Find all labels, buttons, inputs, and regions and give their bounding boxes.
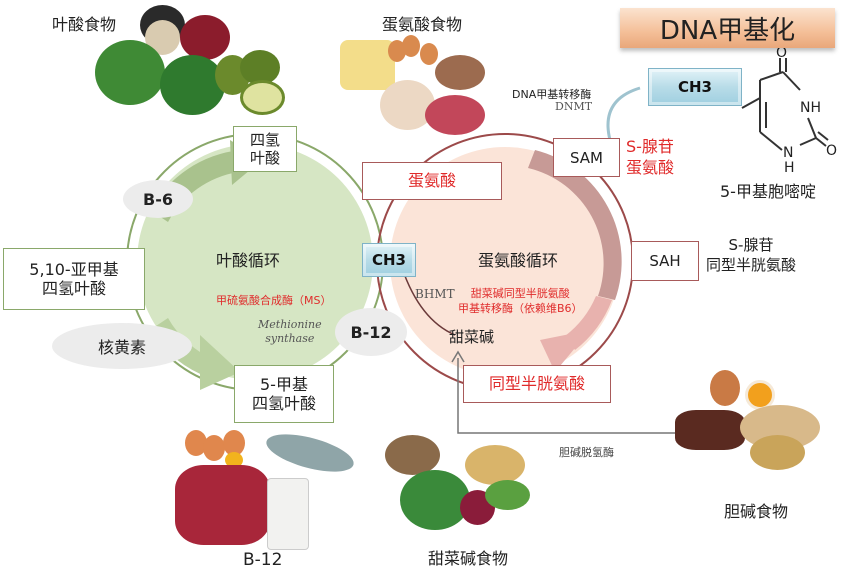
- node-homocysteine: 同型半胱氨酸: [463, 365, 611, 403]
- atom-o-top: O: [776, 45, 787, 61]
- atom-o-right: O: [826, 143, 837, 159]
- atom-n: N: [783, 145, 793, 161]
- folate-cycle-title: 叶酸循环: [216, 251, 281, 270]
- betaine-label: 甜菜碱: [449, 328, 495, 346]
- ms-enzyme-label: 甲硫氨酸合成酶（MS）: [216, 294, 332, 307]
- node-methyl-thf: 5-甲基 四氢叶酸: [234, 365, 334, 423]
- cofactor-b6: B-6: [123, 180, 193, 218]
- b12-foods-label: B-12: [243, 550, 283, 570]
- choline-connector: [457, 358, 700, 434]
- bhmt-curve: [401, 267, 456, 336]
- methionine-foods-image: [340, 35, 485, 140]
- betaine-foods-label: 甜菜碱食物: [428, 549, 509, 568]
- methionine-arrow-right: [528, 150, 622, 300]
- ch3-box-dna: CH3: [648, 68, 742, 106]
- b12-foods-image: [175, 426, 375, 550]
- choline-foods-label: 胆碱食物: [724, 502, 789, 521]
- methionine-foods-label: 蛋氨酸食物: [382, 15, 463, 34]
- atom-h: H: [784, 160, 795, 176]
- choline-arrow-head: [451, 350, 465, 363]
- bhmt-full-name: 甜菜碱同型半胱氨酸 甲基转移酶（依赖维B6）: [458, 287, 583, 315]
- cofactor-b12: B-12: [335, 308, 407, 356]
- folate-foods-image: [95, 5, 295, 115]
- node-methionine: 蛋氨酸: [362, 162, 502, 200]
- ch3-box-center: CH3: [362, 243, 416, 277]
- ms-enzyme-english: Methionine synthase: [258, 318, 322, 345]
- cofactor-riboflavin: 核黄素: [52, 323, 192, 369]
- methionine-arrow-head: [540, 330, 590, 372]
- node-sah: SAH: [631, 241, 699, 281]
- betaine-foods-image: [380, 430, 540, 540]
- sam-full-name: S-腺苷 蛋氨酸: [626, 137, 675, 177]
- choline-foods-image: [665, 370, 825, 470]
- dnmt-curve: [606, 86, 641, 141]
- page-title: DNA甲基化: [620, 8, 835, 48]
- folate-foods-label: 叶酸食物: [52, 15, 117, 34]
- node-methylene-thf: 5,10-亚甲基 四氢叶酸: [3, 248, 145, 310]
- bhmt-abbr: BHMT: [415, 287, 455, 301]
- methylcytosine-label: 5-甲基胞嘧啶: [720, 182, 816, 201]
- dnmt-cn-label: DNA甲基转移酶: [512, 88, 592, 101]
- methylcytosine-structure: [741, 58, 829, 151]
- methionine-cycle-title: 蛋氨酸循环: [478, 251, 559, 270]
- node-thf: 四氢 叶酸: [233, 126, 297, 172]
- title-text: DNA甲基化: [659, 15, 796, 46]
- choline-dehydrogenase-label: 胆碱脱氢酶: [559, 446, 614, 459]
- atom-nh: NH: [800, 100, 821, 116]
- methionine-cycle-disc: [390, 147, 620, 377]
- node-sam: SAM: [553, 138, 620, 177]
- folate-arrow-bottom-head: [200, 335, 240, 390]
- sah-full-name: S-腺苷 同型半胱氨酸: [706, 236, 797, 274]
- folate-cycle-disc: [137, 144, 373, 380]
- dnmt-abbr-label: DNMT: [555, 100, 593, 113]
